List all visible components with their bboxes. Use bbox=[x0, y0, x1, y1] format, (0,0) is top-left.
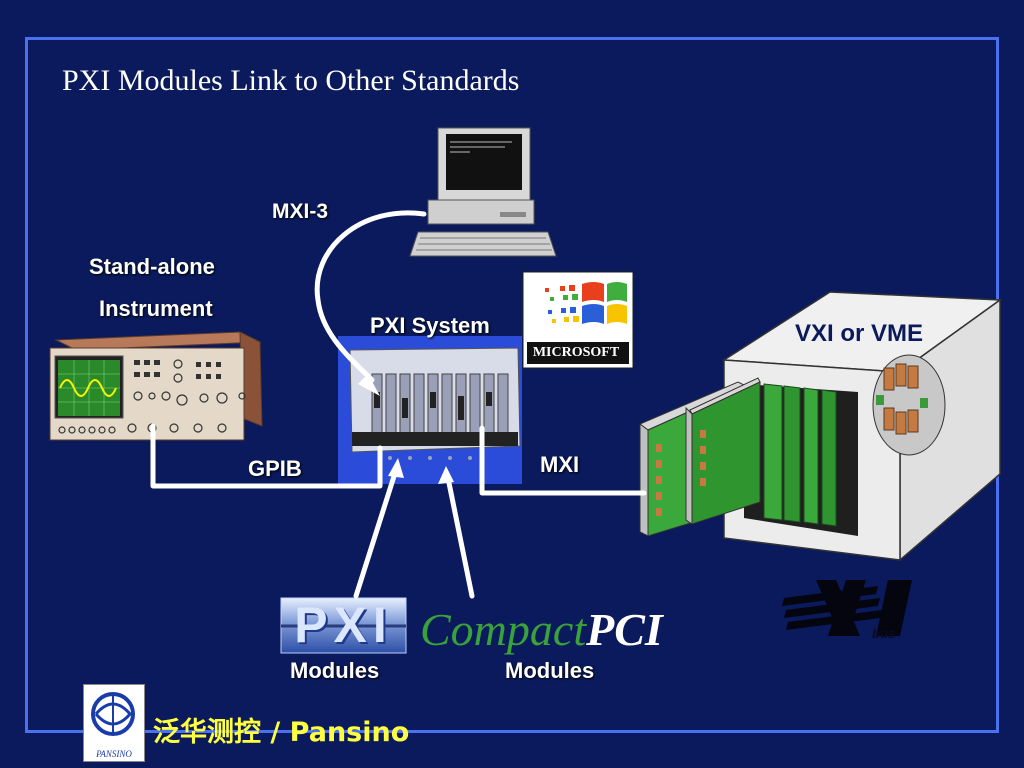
pxi-logo-text: PXI bbox=[294, 597, 393, 653]
modules-label-right: Modules bbox=[505, 658, 595, 683]
connector-lines bbox=[150, 210, 647, 599]
compactpci-logo-compact: Compact bbox=[420, 604, 587, 655]
compactpci-logo-pci: PCI bbox=[586, 604, 663, 655]
vxi-mainframe-icon bbox=[639, 291, 1003, 562]
gpib-cable bbox=[150, 423, 383, 489]
mxi-cable bbox=[479, 425, 647, 496]
cpci-modules-arrow bbox=[445, 475, 475, 599]
pxi-modules-arrow bbox=[353, 467, 399, 599]
compactpci-logo: CompactPCI bbox=[420, 603, 663, 656]
mxi3-label: MXI-3 bbox=[272, 200, 329, 223]
arrowheads bbox=[358, 374, 454, 484]
oscilloscope-icon bbox=[49, 331, 263, 441]
pansino-logo-text: PANSINO bbox=[96, 749, 132, 759]
mxi3-cable bbox=[314, 210, 427, 383]
vxi-bus-logo bbox=[782, 580, 912, 636]
desktop-computer-icon bbox=[409, 127, 557, 257]
microsoft-logo bbox=[522, 271, 634, 369]
slide-title: PXI Modules Link to Other Standards bbox=[62, 64, 520, 97]
pxi-chassis-icon bbox=[338, 336, 522, 484]
pxi-logo bbox=[280, 597, 407, 654]
vxi-bus-text: bus bbox=[872, 626, 896, 641]
gpib-label: GPIB bbox=[248, 456, 302, 481]
standalone-label-1: Stand-alone bbox=[89, 254, 215, 279]
pxi-system-label: PXI System bbox=[370, 313, 490, 338]
modules-label-left: Modules bbox=[290, 658, 380, 683]
standalone-label-2: Instrument bbox=[99, 296, 213, 321]
microsoft-logo-text: MICROSOFT bbox=[532, 345, 620, 360]
footer-brand: 泛华测控 / Pansino bbox=[153, 717, 410, 748]
vxi-vme-label: VXI or VME bbox=[795, 320, 924, 347]
mxi-label: MXI bbox=[540, 452, 580, 477]
